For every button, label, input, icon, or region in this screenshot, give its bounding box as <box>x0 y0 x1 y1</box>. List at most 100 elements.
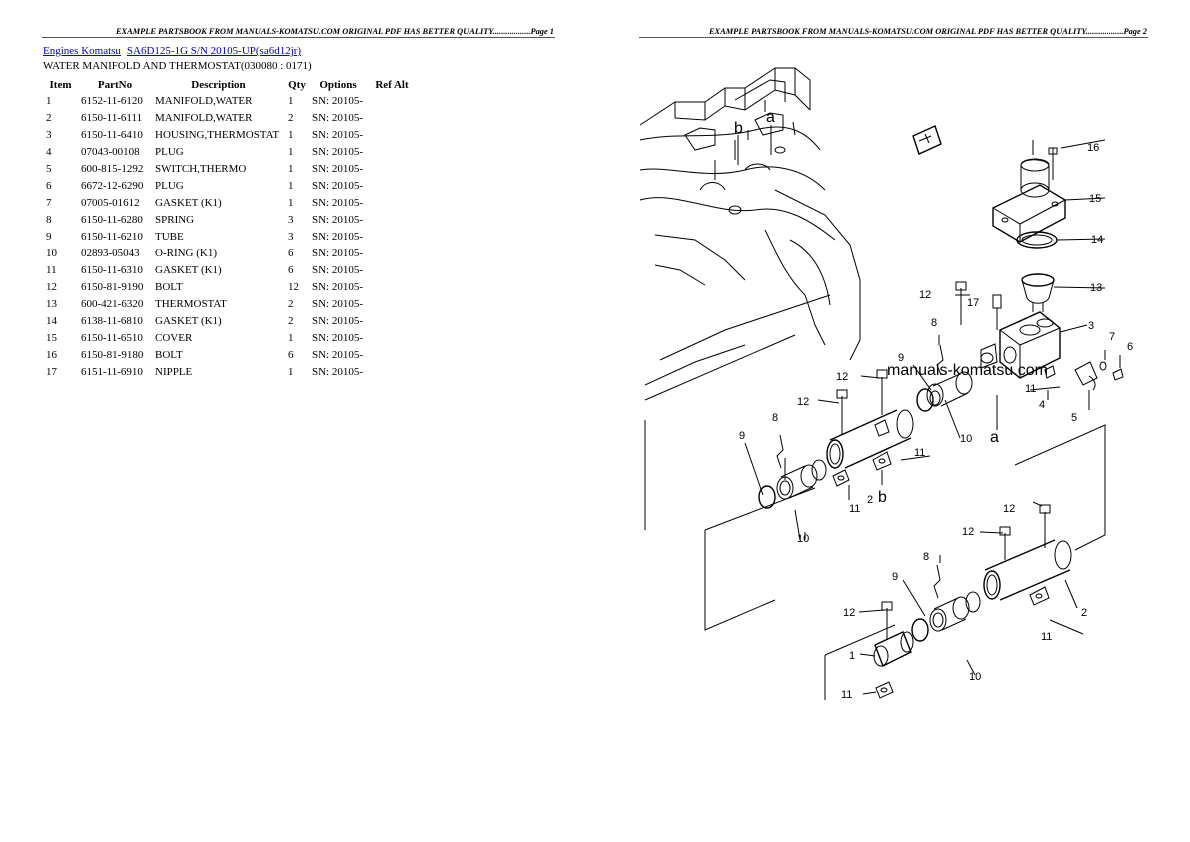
part-number-cell: 07043-00108 <box>81 146 140 159</box>
column-header-partno: PartNo <box>97 79 133 91</box>
bolt-12-lower-a <box>1039 504 1051 548</box>
item-cell: 4 <box>46 146 52 159</box>
part-number-cell: 07005-01612 <box>81 196 140 209</box>
quantity-cell: 6 <box>288 348 294 361</box>
callout-label: 11 <box>841 689 852 701</box>
description-cell: GASKET (K1) <box>155 196 222 209</box>
callout-label: 8 <box>931 317 937 329</box>
gasket-11-upper <box>872 451 892 471</box>
item-cell: 5 <box>46 163 52 175</box>
description-cell: O-RING (K1) <box>155 247 218 260</box>
part-number-cell: 6150-11-6410 <box>81 129 143 142</box>
thermostat-13 <box>1021 273 1055 312</box>
part-number-cell: 6150-11-6210 <box>81 230 143 243</box>
quantity-cell: 6 <box>288 264 294 277</box>
switch-thermo-5 <box>1074 361 1098 391</box>
reference-letters: b a a b <box>734 109 999 506</box>
column-header-options: Options <box>319 79 357 91</box>
callout-label: 8 <box>772 412 778 424</box>
bolt-12-lower-c <box>881 601 893 640</box>
part-number-cell: 6150-81-9180 <box>81 348 144 361</box>
watermark: manuals-komatsu.com <box>887 362 1048 379</box>
page-header: EXAMPLE PARTSBOOK FROM MANUALS-KOMATSU.C… <box>42 26 555 38</box>
parts-table: Item PartNo Description Qty Options Ref … <box>43 77 417 380</box>
plug-6 <box>1112 368 1124 381</box>
quantity-cell: 1 <box>288 196 294 209</box>
ref-alt-cell <box>367 211 417 228</box>
item-cell: 7 <box>46 196 52 209</box>
options-cell: SN: 20105- <box>312 264 364 277</box>
callout-label: 10 <box>969 671 981 683</box>
callout-label: 11 <box>914 447 925 459</box>
part-number-cell: 6152-11-6120 <box>81 95 143 108</box>
callout-label: 8 <box>923 551 929 563</box>
section-title: WATER MANIFOLD AND THERMOSTAT(030080 : 0… <box>43 60 312 72</box>
bolt-12-upper-b <box>836 389 848 435</box>
callout-label: 10 <box>960 433 972 445</box>
item-cell: 15 <box>46 331 57 344</box>
ref-alt-cell <box>367 194 417 211</box>
reference-letter-a: a <box>990 429 999 446</box>
part-number-cell: 6150-81-9190 <box>81 281 144 294</box>
callout-label: 12 <box>962 526 974 538</box>
options-cell: SN: 20105- <box>312 365 364 378</box>
breadcrumb-link-engines[interactable]: Engines Komatsu <box>43 45 121 57</box>
plug-4 <box>1044 365 1056 379</box>
ref-alt-cell <box>367 110 417 127</box>
ref-alt-cell <box>367 93 417 110</box>
callout-label: 7 <box>1109 331 1115 343</box>
engine-block <box>639 67 861 386</box>
description-cell: MANIFOLD,WATER <box>155 95 253 108</box>
gasket-7 <box>1099 361 1107 371</box>
callout-label: 12 <box>1003 503 1015 515</box>
part-number-cell: 6151-11-6910 <box>81 365 143 378</box>
part-number-cell: 6150-11-6510 <box>81 331 143 344</box>
options-cell: SN: 20105- <box>312 247 364 260</box>
quantity-cell: 2 <box>288 112 294 125</box>
callout-label: 11 <box>1025 383 1036 395</box>
description-cell: TUBE <box>155 230 184 243</box>
nipple-17 <box>992 294 1002 330</box>
part-number-cell: 600-421-6320 <box>81 298 144 311</box>
callout-label: 2 <box>867 494 873 506</box>
options-cell: SN: 20105- <box>312 129 364 142</box>
description-cell: COVER <box>155 331 193 344</box>
item-cell: 9 <box>46 230 52 243</box>
description-cell: BOLT <box>155 281 183 294</box>
item-cell: 8 <box>46 213 52 226</box>
quantity-cell: 1 <box>288 331 294 344</box>
reference-letter-a: a <box>766 109 775 126</box>
description-cell: MANIFOLD,WATER <box>155 112 253 125</box>
column-header-item: Item <box>49 79 72 91</box>
ref-alt-cell <box>367 346 417 363</box>
ref-alt-cell <box>367 296 417 313</box>
quantity-cell: 1 <box>288 365 294 378</box>
quantity-cell: 2 <box>288 315 294 328</box>
bolt-12-lower-b <box>999 526 1011 560</box>
part-number-cell: 6150-11-6280 <box>81 213 143 226</box>
breadcrumb-link-model[interactable]: SA6D125-1G S/N 20105-UP(sa6d12jr) <box>126 45 302 57</box>
left-page: EXAMPLE PARTSBOOK FROM MANUALS-KOMATSU.C… <box>42 26 555 380</box>
quantity-cell: 2 <box>288 298 294 311</box>
spring-8-top <box>936 344 944 376</box>
callout-label: 14 <box>1091 234 1103 246</box>
bolt-12-top <box>955 281 967 325</box>
callout-label: 17 <box>967 297 979 309</box>
breadcrumb: Engines Komatsu SA6D125-1G S/N 20105-UP(s… <box>43 45 301 57</box>
ref-alt-cell <box>367 144 417 161</box>
options-cell: SN: 20105- <box>312 230 364 243</box>
page-header: EXAMPLE PARTSBOOK FROM MANUALS-KOMATSU.C… <box>639 26 1148 38</box>
exploded-parts-diagram: 16 15 14 13 12 17 8 3 7 6 9 11 4 5 10 12… <box>635 40 1155 705</box>
thermostat-housing <box>980 311 1061 379</box>
quantity-cell: 6 <box>288 247 294 260</box>
callout-label: 12 <box>797 396 809 408</box>
options-cell: SN: 20105- <box>312 298 364 311</box>
description-cell: HOUSING,THERMOSTAT <box>155 129 280 142</box>
item-cell: 10 <box>46 247 57 260</box>
